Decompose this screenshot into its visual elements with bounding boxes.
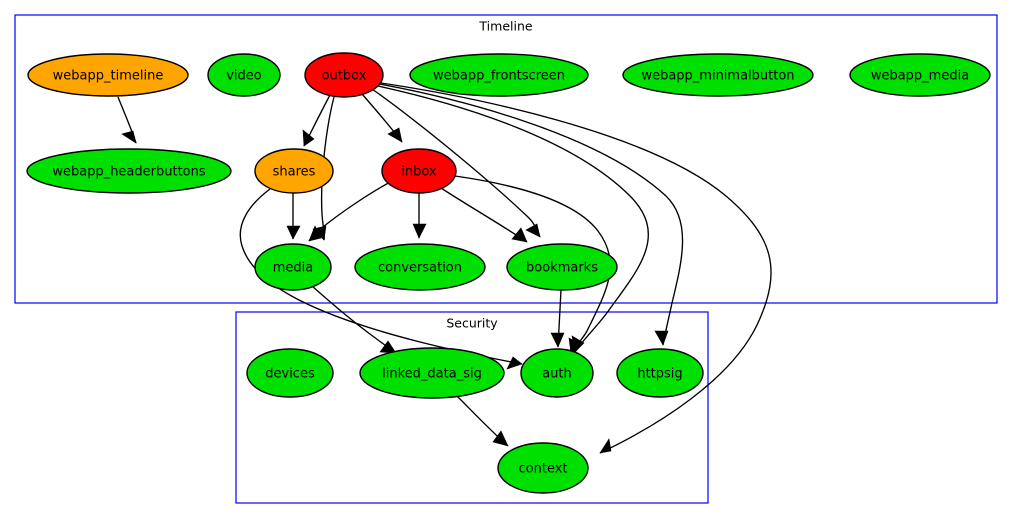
arrowhead-icon: [412, 223, 427, 239]
node-bookmarks[interactable]: bookmarks: [506, 243, 618, 291]
node-shape[interactable]: [304, 52, 384, 98]
node-shape[interactable]: [616, 348, 704, 398]
edge-linked_data_sig-to-context: [455, 394, 509, 447]
node-conversation[interactable]: conversation: [354, 243, 486, 291]
node-label: linked_data_sig: [382, 367, 482, 382]
node-webapp_minimalbutton[interactable]: webapp_minimalbutton: [622, 53, 814, 97]
node-label: auth: [542, 367, 572, 382]
edge-line: [377, 85, 649, 353]
node-httpsig[interactable]: httpsig: [616, 348, 704, 398]
node-label: httpsig: [637, 367, 682, 382]
node-video[interactable]: video: [207, 53, 281, 97]
node-shape[interactable]: [207, 53, 281, 97]
arrowhead-icon: [550, 332, 565, 348]
node-outbox[interactable]: outbox: [304, 52, 384, 98]
node-label: video: [226, 69, 262, 84]
node-webapp_frontscreen[interactable]: webapp_frontscreen: [409, 53, 589, 97]
edge-media-to-linked_data_sig: [311, 285, 397, 354]
node-label: bookmarks: [526, 261, 598, 276]
arrowhead-icon: [286, 225, 301, 240]
arrowhead-icon: [654, 330, 669, 346]
arrowhead-icon: [492, 430, 509, 447]
arrowhead-icon: [506, 356, 523, 370]
arrowhead-icon: [302, 129, 315, 147]
node-context[interactable]: context: [497, 442, 589, 494]
node-webapp_headerbuttons[interactable]: webapp_headerbuttons: [26, 148, 232, 194]
cluster-label: Security: [446, 316, 498, 331]
node-label: webapp_timeline: [53, 69, 164, 84]
arrowhead-icon: [308, 225, 322, 242]
edge-inbox-to-bookmarks: [440, 187, 528, 243]
edge-line: [440, 187, 528, 243]
node-label: webapp_minimalbutton: [641, 69, 794, 84]
edge-outbox-to-context: [380, 82, 772, 454]
node-shape[interactable]: [849, 53, 991, 97]
cluster-border: [235, 311, 709, 504]
arrowhead-icon: [568, 337, 582, 355]
node-shape[interactable]: [254, 148, 334, 194]
edge-line: [380, 82, 772, 454]
node-label: devices: [265, 367, 315, 382]
node-webapp_media[interactable]: webapp_media: [849, 53, 991, 97]
node-media[interactable]: media: [254, 243, 332, 291]
edge-line: [378, 83, 684, 346]
edge-outbox-to-shares: [302, 94, 331, 147]
node-label: context: [519, 462, 568, 477]
node-label: webapp_frontscreen: [433, 69, 565, 84]
node-shape[interactable]: [354, 243, 486, 291]
node-shape[interactable]: [254, 243, 332, 291]
edge-outbox-to-inbox: [361, 93, 403, 143]
node-label: webapp_headerbuttons: [52, 165, 206, 180]
node-label: inbox: [401, 165, 437, 180]
edge-bookmarks-to-auth: [550, 289, 565, 348]
edge-webapp_timeline-to-webapp_headerbuttons: [117, 96, 137, 144]
node-shares[interactable]: shares: [254, 148, 334, 194]
arrowhead-icon: [525, 223, 541, 238]
node-inbox[interactable]: inbox: [381, 148, 457, 194]
edge-shares-to-media: [286, 192, 301, 240]
node-label: webapp_media: [871, 69, 969, 84]
cluster-timeline: Timeline: [14, 14, 998, 304]
cluster-label: Timeline: [478, 19, 532, 34]
arrowhead-icon: [511, 227, 528, 243]
node-devices[interactable]: devices: [246, 348, 334, 398]
node-layer: webapp_timeline video outbox webapp_frontsc…: [26, 52, 991, 494]
node-shape[interactable]: [246, 348, 334, 398]
node-shape[interactable]: [506, 243, 618, 291]
arrowhead-icon: [599, 438, 612, 454]
node-linked_data_sig[interactable]: linked_data_sig: [359, 347, 505, 399]
node-shape[interactable]: [409, 53, 589, 97]
node-label: conversation: [378, 261, 462, 276]
node-shape[interactable]: [381, 148, 457, 194]
node-shape[interactable]: [520, 348, 594, 398]
node-shape[interactable]: [27, 53, 189, 97]
edge-outbox-to-httpsig: [378, 83, 684, 346]
edge-line: [311, 285, 397, 354]
node-shape[interactable]: [26, 148, 232, 194]
arrowhead-icon: [121, 130, 137, 144]
node-auth[interactable]: auth: [520, 348, 594, 398]
edge-inbox-to-conversation: [412, 193, 427, 239]
edge-outbox-to-bookmarks: [371, 88, 541, 238]
cluster-security: Security: [235, 311, 709, 504]
node-label: media: [273, 261, 314, 276]
node-label: shares: [273, 165, 316, 180]
node-shape[interactable]: [622, 53, 814, 97]
node-webapp_timeline[interactable]: webapp_timeline: [27, 53, 189, 97]
node-label: outbox: [322, 69, 367, 84]
node-shape[interactable]: [497, 442, 589, 494]
node-shape[interactable]: [359, 347, 505, 399]
arrowhead-icon: [387, 127, 403, 143]
cluster-border: [14, 14, 998, 304]
edge-inbox-to-media: [308, 180, 393, 242]
